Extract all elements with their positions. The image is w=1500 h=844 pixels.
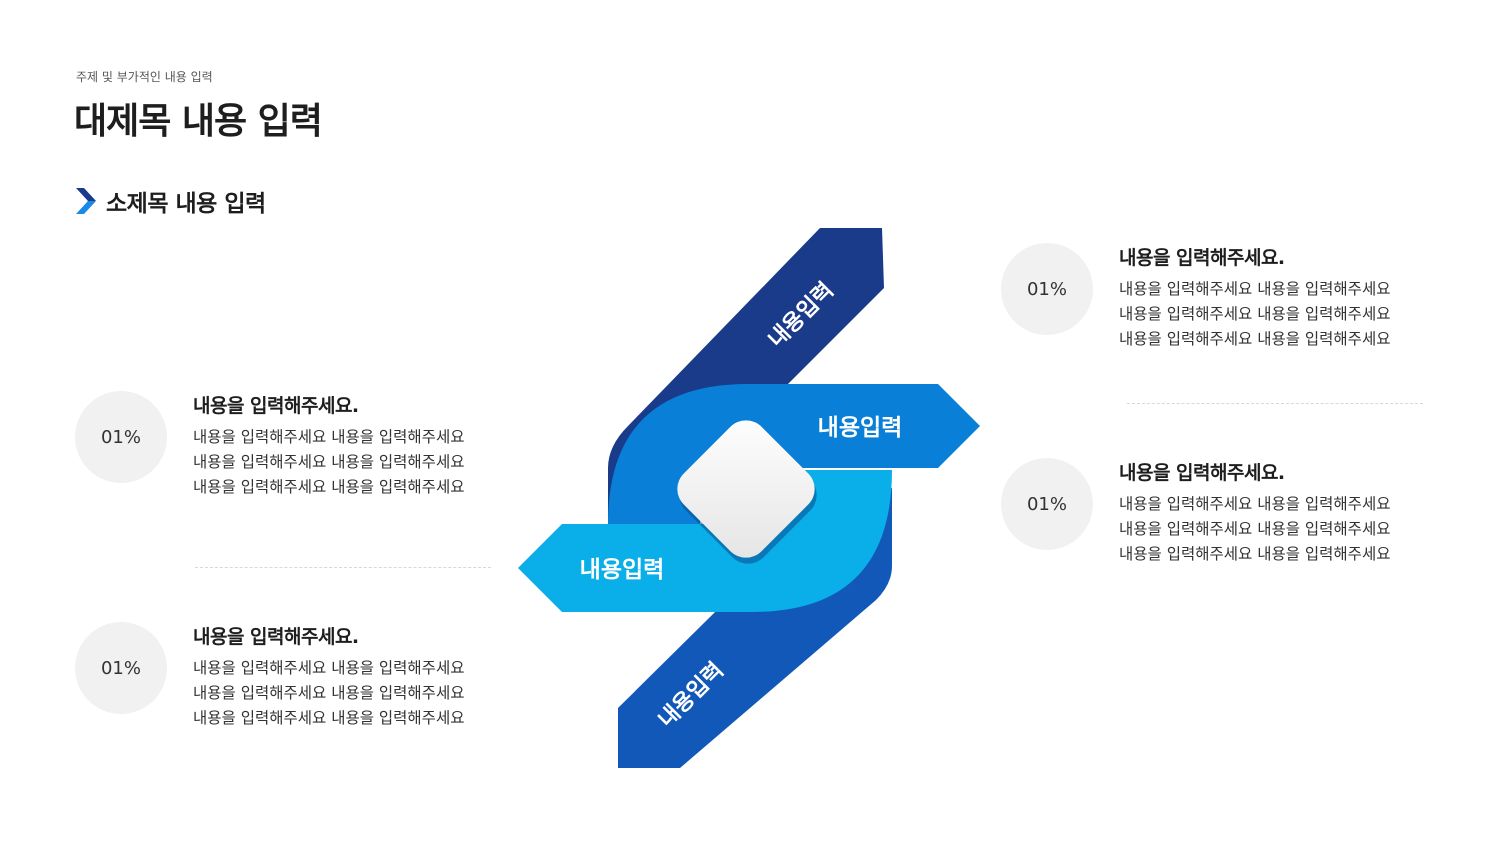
info-item-left-1: 01% 내용을 입력해주세요. 내용을 입력해주세요 내용을 입력해주세요 내용…	[75, 391, 495, 496]
item-line: 내용을 입력해주세요 내용을 입력해주세요	[193, 684, 465, 702]
item-heading: 내용을 입력해주세요.	[1119, 462, 1285, 484]
topic-text: 주제 및 부가적인 내용 입력	[76, 70, 213, 84]
item-body: 내용을 입력해주세요 내용을 입력해주세요 내용을 입력해주세요 내용을 입력해…	[1119, 277, 1390, 352]
subtitle: 소제목 내용 입력	[106, 191, 266, 217]
item-heading: 내용을 입력해주세요.	[193, 626, 359, 648]
divider-right	[1127, 403, 1423, 404]
item-line: 내용을 입력해주세요 내용을 입력해주세요	[1119, 330, 1391, 348]
item-heading: 내용을 입력해주세요.	[193, 395, 359, 417]
item-line: 내용을 입력해주세요 내용을 입력해주세요	[1119, 495, 1391, 513]
item-body: 내용을 입력해주세요 내용을 입력해주세요 내용을 입력해주세요 내용을 입력해…	[193, 425, 464, 500]
percent-circle: 01%	[1001, 458, 1093, 550]
item-line: 내용을 입력해주세요 내용을 입력해주세요	[193, 659, 465, 677]
info-item-right-1: 01% 내용을 입력해주세요. 내용을 입력해주세요 내용을 입력해주세요 내용…	[1001, 243, 1421, 348]
item-line: 내용을 입력해주세요 내용을 입력해주세요	[1119, 280, 1391, 298]
percent-circle: 01%	[1001, 243, 1093, 335]
ribbon-label-left: 내용입력	[580, 557, 665, 583]
percent-circle: 01%	[75, 391, 167, 483]
ribbon-label-right: 내용입력	[818, 415, 903, 441]
chevron-right-icon	[76, 188, 96, 214]
ribbon-diagram: 내용입력 내용입력 내용입력 내용입력	[518, 228, 980, 768]
item-line: 내용을 입력해주세요 내용을 입력해주세요	[1119, 305, 1391, 323]
divider-left	[195, 567, 491, 568]
item-line: 내용을 입력해주세요 내용을 입력해주세요	[1119, 545, 1391, 563]
page-title: 대제목 내용 입력	[74, 101, 323, 142]
info-item-left-2: 01% 내용을 입력해주세요. 내용을 입력해주세요 내용을 입력해주세요 내용…	[75, 622, 495, 727]
item-heading: 내용을 입력해주세요.	[1119, 247, 1285, 269]
item-line: 내용을 입력해주세요 내용을 입력해주세요	[193, 428, 465, 446]
item-body: 내용을 입력해주세요 내용을 입력해주세요 내용을 입력해주세요 내용을 입력해…	[193, 656, 464, 731]
center-diamond	[677, 420, 815, 558]
subtitle-row: 소제목 내용 입력	[76, 184, 266, 218]
percent-circle: 01%	[75, 622, 167, 714]
info-item-right-2: 01% 내용을 입력해주세요. 내용을 입력해주세요 내용을 입력해주세요 내용…	[1001, 458, 1421, 563]
item-line: 내용을 입력해주세요 내용을 입력해주세요	[193, 709, 465, 727]
item-body: 내용을 입력해주세요 내용을 입력해주세요 내용을 입력해주세요 내용을 입력해…	[1119, 492, 1390, 567]
item-line: 내용을 입력해주세요 내용을 입력해주세요	[193, 453, 465, 471]
item-line: 내용을 입력해주세요 내용을 입력해주세요	[1119, 520, 1391, 538]
item-line: 내용을 입력해주세요 내용을 입력해주세요	[193, 478, 465, 496]
